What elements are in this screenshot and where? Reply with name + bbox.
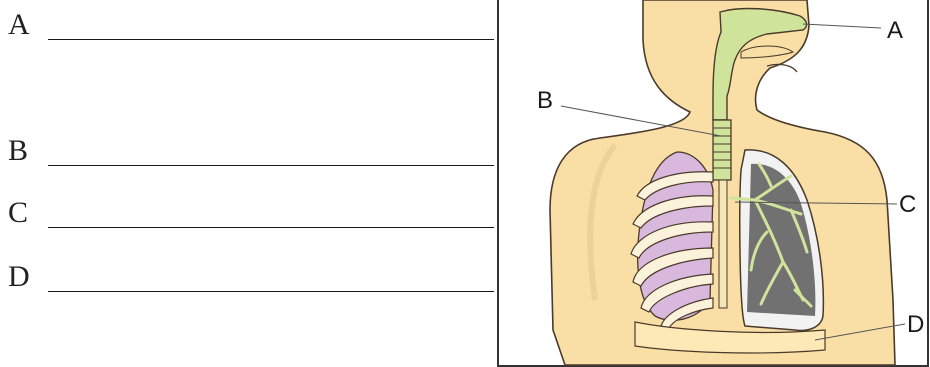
answer-row-b: B	[8, 126, 498, 166]
answer-row-d: D	[8, 252, 498, 292]
answer-row-c: C	[8, 188, 498, 228]
answer-letter-a: A	[8, 10, 30, 40]
callout-label-b: B	[537, 87, 553, 114]
answer-blank-a[interactable]	[48, 39, 494, 40]
callout-label-d: D	[907, 311, 924, 338]
sternum	[719, 180, 727, 308]
answer-worksheet: A B C D	[0, 0, 500, 367]
answer-blank-d[interactable]	[48, 291, 494, 292]
answer-letter-c: C	[8, 198, 28, 228]
callout-label-c: C	[899, 191, 916, 218]
callout-label-a: A	[887, 17, 903, 44]
respiratory-system-diagram: A B C D	[495, 0, 930, 367]
answer-row-a: A	[8, 0, 498, 40]
answer-blank-c[interactable]	[48, 227, 494, 228]
answer-letter-b: B	[8, 136, 28, 166]
answer-letter-d: D	[8, 262, 30, 292]
trachea	[713, 120, 731, 180]
answer-blank-b[interactable]	[48, 165, 494, 166]
diagram-svg: A B C D	[495, 0, 930, 367]
